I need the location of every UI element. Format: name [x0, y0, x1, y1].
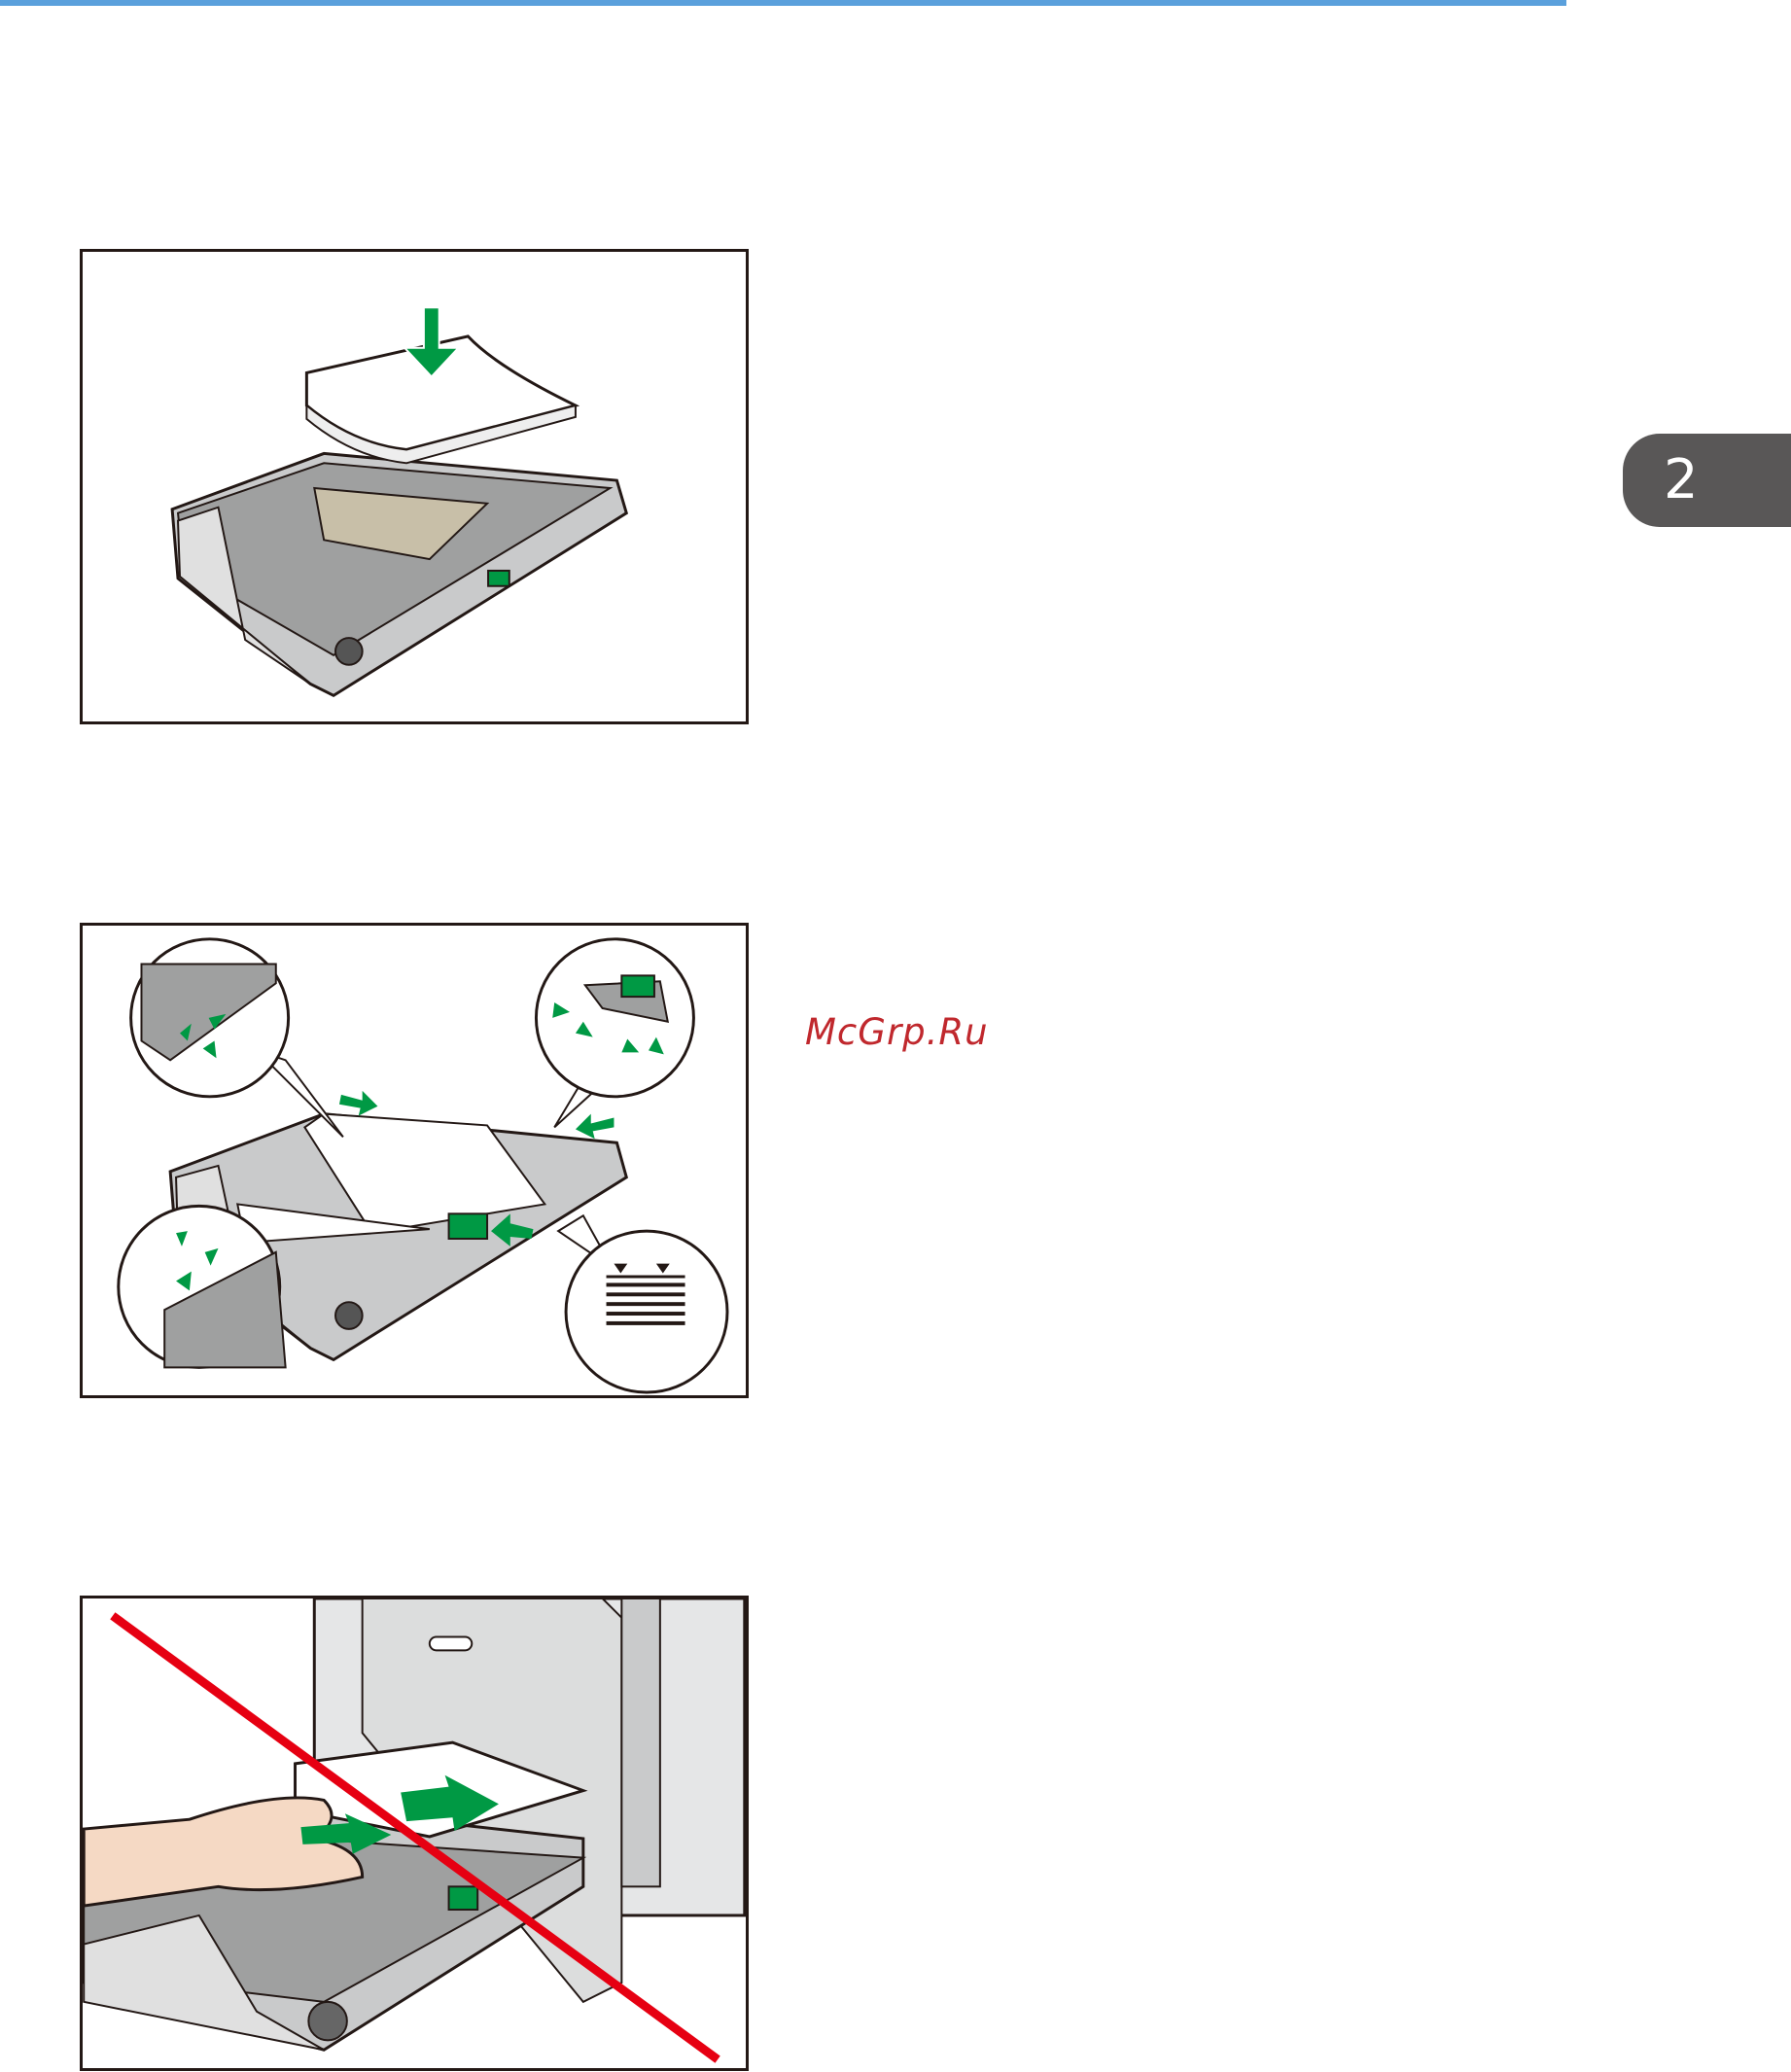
guide-tab-icon — [488, 571, 509, 586]
callout-top-left — [131, 939, 343, 1137]
figure-adjust-guides — [80, 923, 749, 1398]
tray-illustration-1 — [83, 252, 746, 721]
chapter-number: 2 — [1664, 448, 1699, 511]
header-rule — [0, 0, 1566, 6]
figure-do-not-push-paper — [80, 1596, 749, 2071]
callout-top-right — [536, 939, 693, 1128]
tray-illustration-3 — [83, 1598, 746, 2068]
callout-bottom-right — [558, 1215, 727, 1392]
tray-illustration-2 — [83, 926, 746, 1395]
figure-load-paper — [80, 249, 749, 724]
watermark: McGrp.Ru — [805, 1011, 989, 1053]
chapter-tab[interactable]: 2 — [1623, 434, 1791, 527]
